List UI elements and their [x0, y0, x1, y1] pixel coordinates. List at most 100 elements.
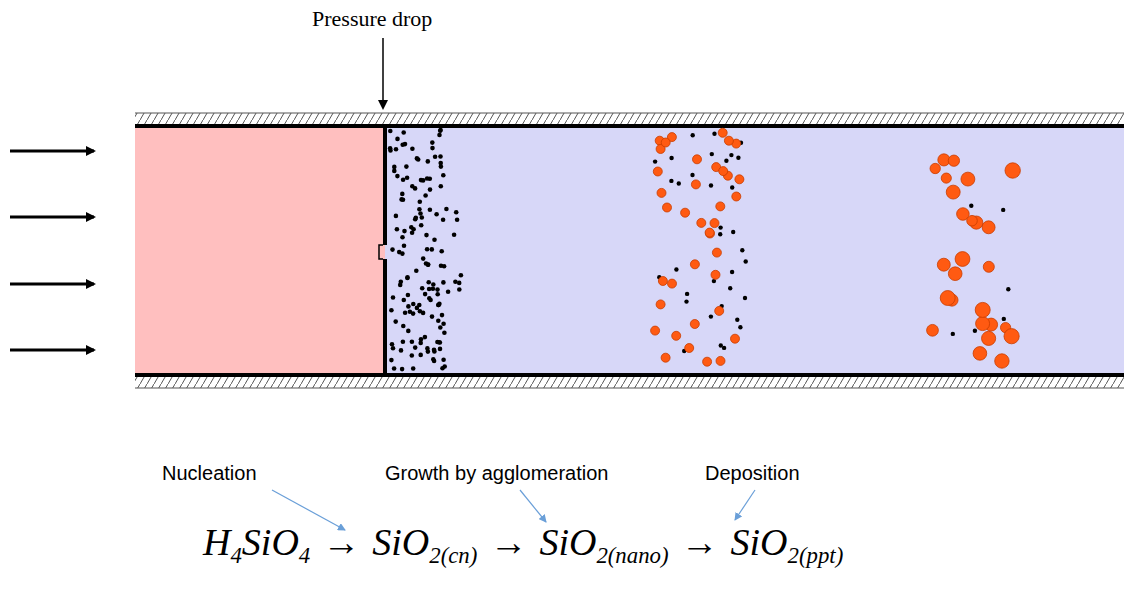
- particle: [955, 252, 970, 267]
- particle: [393, 319, 398, 324]
- particle: [690, 320, 699, 329]
- upstream-fluid: [135, 125, 385, 375]
- particle: [401, 130, 406, 135]
- particle: [663, 203, 672, 212]
- particle: [434, 212, 439, 217]
- particle: [404, 164, 409, 169]
- particle: [930, 163, 940, 173]
- particle: [438, 347, 443, 352]
- particle: [400, 367, 405, 372]
- particle: [441, 357, 446, 362]
- particle: [715, 306, 724, 315]
- particle: [392, 165, 397, 170]
- particle: [428, 208, 433, 213]
- particle: [710, 152, 714, 156]
- particle: [441, 218, 446, 223]
- particle: [653, 167, 662, 176]
- particle: [411, 227, 416, 232]
- particle: [983, 261, 994, 272]
- particle: [973, 329, 977, 333]
- particle: [1006, 287, 1010, 291]
- particle: [1004, 329, 1019, 344]
- particle: [452, 233, 457, 238]
- particle: [951, 332, 955, 336]
- particle: [948, 267, 962, 281]
- particle: [402, 243, 407, 248]
- particle: [1002, 317, 1006, 321]
- particle: [731, 334, 740, 343]
- downstream-fluid: [385, 125, 1124, 375]
- particle: [441, 173, 446, 178]
- particle: [424, 233, 429, 238]
- particle: [399, 348, 404, 353]
- particle: [423, 292, 428, 297]
- particle: [454, 210, 459, 215]
- particle: [419, 223, 424, 228]
- particle: [653, 159, 657, 163]
- particle: [415, 156, 420, 161]
- formula-part: SiO: [731, 521, 788, 563]
- particle: [425, 176, 430, 181]
- particle: [995, 354, 1009, 368]
- particle: [661, 353, 670, 362]
- particle: [446, 289, 451, 294]
- particle: [433, 154, 438, 159]
- particle: [400, 192, 405, 197]
- particle: [426, 280, 431, 285]
- particle: [435, 292, 440, 297]
- particle: [976, 317, 990, 331]
- particle: [690, 173, 694, 177]
- particle: [438, 154, 443, 159]
- particle: [437, 133, 442, 138]
- particle: [395, 137, 400, 142]
- particle: [413, 186, 418, 191]
- particle: [718, 225, 722, 229]
- particle: [415, 306, 420, 311]
- particle: [709, 183, 713, 187]
- particle: [722, 346, 726, 350]
- particle: [442, 331, 447, 336]
- particle: [436, 303, 441, 308]
- particle: [684, 299, 688, 303]
- particle: [438, 128, 443, 133]
- particle: [432, 347, 437, 352]
- particle: [411, 366, 416, 371]
- particle: [732, 192, 741, 201]
- particle: [716, 356, 725, 365]
- particle: [431, 357, 436, 362]
- particle: [425, 346, 430, 351]
- particle: [743, 296, 747, 300]
- particle: [709, 314, 713, 318]
- particle: [940, 291, 955, 306]
- particle: [927, 324, 939, 336]
- particle: [436, 303, 441, 308]
- particle: [685, 292, 689, 296]
- particle: [394, 214, 399, 219]
- particle: [711, 270, 720, 279]
- particle: [669, 156, 673, 160]
- particle: [410, 339, 415, 344]
- particle: [418, 199, 423, 204]
- particle: [1001, 208, 1005, 212]
- particle: [961, 172, 975, 186]
- particle: [444, 207, 449, 212]
- particle: [453, 280, 458, 285]
- stage-label: Deposition: [705, 462, 800, 485]
- subscript: 4: [230, 543, 241, 568]
- particle: [414, 215, 419, 220]
- particle: [406, 304, 411, 309]
- particle: [677, 181, 681, 185]
- particles: [388, 128, 1021, 372]
- subscript: 4: [299, 543, 310, 568]
- particle: [975, 302, 990, 317]
- particle: [413, 345, 418, 350]
- subscript: 2(nano): [596, 543, 668, 568]
- particle: [656, 300, 665, 309]
- particle: [430, 146, 435, 151]
- particle: [439, 249, 444, 254]
- particle: [740, 248, 744, 252]
- particle: [982, 221, 995, 234]
- particle: [973, 347, 987, 361]
